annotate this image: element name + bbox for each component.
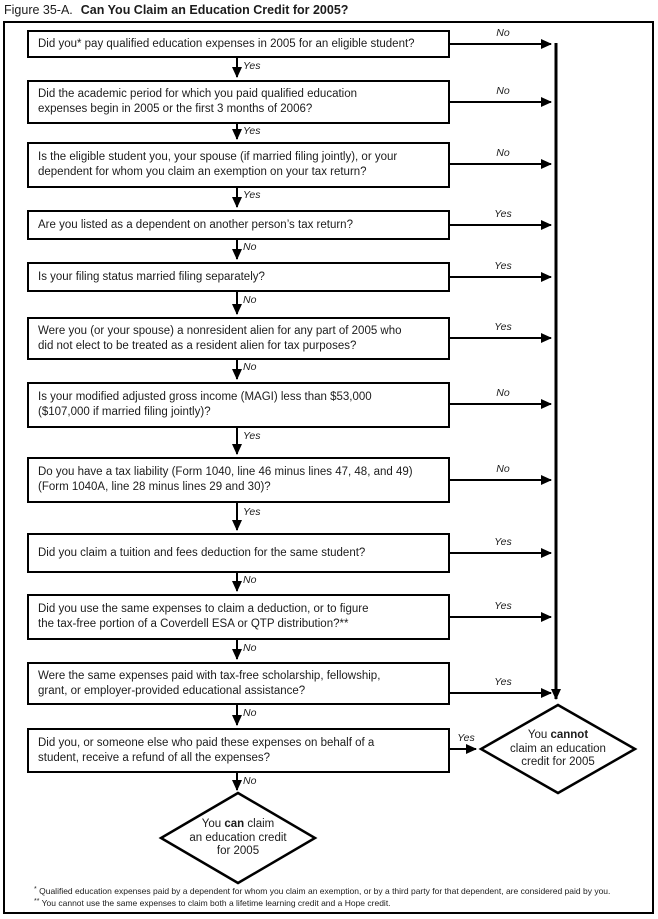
outcome-line-3: for 2005: [216, 845, 260, 857]
down-label-10: No: [243, 642, 257, 654]
question-text: Did the academic period for which you pa…: [38, 88, 358, 115]
chart-frame: [3, 21, 654, 914]
side-label-4: Yes: [494, 208, 512, 220]
question-text: Is the eligible student you, your spouse…: [38, 151, 398, 178]
side-label-11: Yes: [494, 676, 512, 688]
outcome-can-text: You can claim an education credit for 20…: [166, 818, 310, 859]
question-box-9: Did you claim a tuition and fees deducti…: [27, 533, 450, 573]
question-text: Did you* pay qualified education expense…: [38, 37, 415, 50]
figure-heading: Can You Claim an Education Credit for 20…: [80, 3, 349, 17]
down-label-1: Yes: [243, 60, 261, 72]
question-box-8: Do you have a tax liability (Form 1040, …: [27, 457, 450, 503]
question-box-12: Did you, or someone else who paid these …: [27, 728, 450, 773]
question-box-7: Is your modified adjusted gross income (…: [27, 382, 450, 428]
question-box-1: Did you* pay qualified education expense…: [27, 30, 450, 58]
down-label-8: Yes: [243, 506, 261, 518]
question-text: Did you, or someone else who paid these …: [38, 736, 375, 764]
question-box-6: Were you (or your spouse) a nonresident …: [27, 317, 450, 360]
outcome-cannot-text: You cannot claim an education credit for…: [486, 729, 630, 770]
side-label-6: Yes: [494, 321, 512, 333]
outcome-line-3: credit for 2005: [521, 756, 595, 768]
question-text: Did you claim a tuition and fees deducti…: [38, 546, 366, 559]
question-text: Were the same expenses paid with tax-fre…: [38, 669, 381, 697]
down-label-5: No: [243, 294, 257, 306]
down-label-4: No: [243, 241, 257, 253]
outcome-line-2: an education credit: [189, 831, 287, 844]
question-text: Are you listed as a dependent on another…: [38, 218, 353, 231]
side-label-3: No: [496, 147, 510, 159]
side-label-7: No: [496, 387, 510, 399]
question-box-10: Did you use the same expenses to claim a…: [27, 594, 450, 640]
footnote-1: * Qualified education expenses paid by a…: [34, 886, 611, 896]
side-label-1: No: [496, 27, 510, 39]
question-text: Is your modified adjusted gross income (…: [38, 391, 372, 418]
figure-number: Figure 35-A.: [4, 3, 73, 17]
side-label-5: Yes: [494, 260, 512, 272]
down-label-3: Yes: [243, 189, 261, 201]
figure-title: Figure 35-A. Can You Claim an Education C…: [4, 3, 348, 17]
footnote-2: ** You cannot use the same expenses to c…: [34, 897, 391, 908]
down-label-11: No: [243, 707, 257, 719]
side-label-12: Yes: [457, 732, 475, 744]
side-label-8: No: [496, 463, 510, 475]
outcome-line-1: You can claim: [201, 818, 275, 830]
side-label-10: Yes: [494, 600, 512, 612]
question-text: Were you (or your spouse) a nonresident …: [38, 324, 402, 352]
question-text: Is your filing status married filing sep…: [38, 270, 265, 283]
question-box-3: Is the eligible student you, your spouse…: [27, 142, 450, 188]
down-label-9: No: [243, 574, 257, 586]
outcome-line-1: You cannot: [527, 729, 589, 741]
footnotes: * Qualified education expenses paid by a…: [34, 885, 634, 908]
down-label-2: Yes: [243, 125, 261, 137]
question-box-5: Is your filing status married filing sep…: [27, 262, 450, 292]
question-box-4: Are you listed as a dependent on another…: [27, 210, 450, 240]
question-box-2: Did the academic period for which you pa…: [27, 80, 450, 124]
question-text: Do you have a tax liability (Form 1040, …: [38, 466, 413, 493]
side-label-2: No: [496, 85, 510, 97]
down-label-12: No: [243, 775, 257, 787]
down-label-7: Yes: [243, 430, 261, 442]
question-box-11: Were the same expenses paid with tax-fre…: [27, 662, 450, 705]
outcome-line-2: claim an education: [510, 742, 606, 755]
side-label-9: Yes: [494, 536, 512, 548]
question-text: Did you use the same expenses to claim a…: [38, 603, 369, 630]
down-label-6: No: [243, 361, 257, 373]
